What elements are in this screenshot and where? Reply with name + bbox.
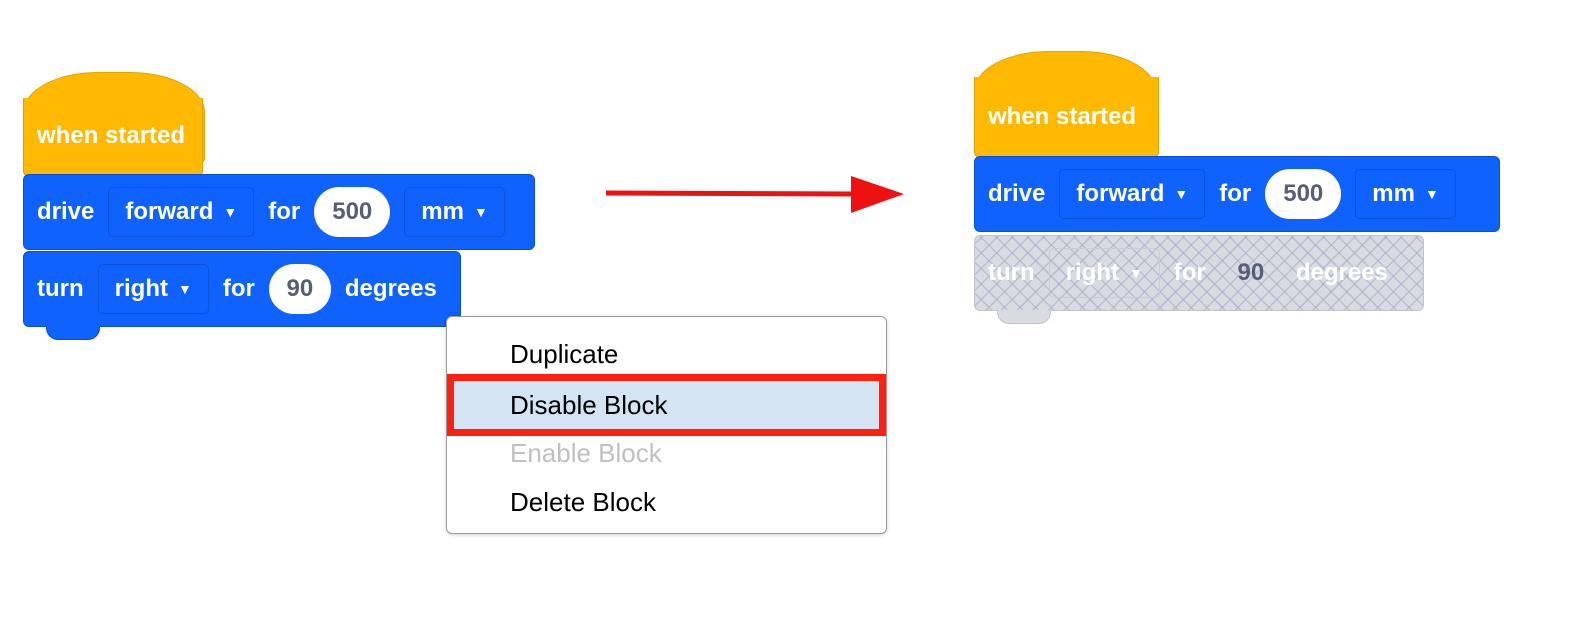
right-arrow-icon (605, 176, 904, 213)
menu-item-enable-block: Enable Block (510, 437, 662, 468)
direction-value: forward (1076, 180, 1165, 207)
hat-label: when started (37, 122, 186, 149)
drive-block[interactable]: drive forward ▼ for 500 mm ▼ (23, 174, 535, 250)
for-label: for (268, 198, 301, 225)
caret-down-icon: ▼ (1174, 186, 1189, 202)
unit-dropdown[interactable]: mm ▼ (404, 187, 505, 237)
drive-block[interactable]: drive forward ▼ for 500 mm ▼ (974, 156, 1500, 232)
for-label: for (222, 275, 255, 302)
unit-value: mm (1372, 180, 1415, 207)
turn-block[interactable]: turn right ▼ for 90 degrees (23, 251, 461, 340)
hat-label: when started (988, 103, 1137, 130)
angle-input[interactable]: 90 (268, 264, 331, 314)
unit-dropdown[interactable]: mm ▼ (1355, 169, 1456, 219)
notch (997, 310, 1051, 324)
degrees-label: degrees (344, 275, 437, 302)
turn-direction-value: right (114, 275, 168, 302)
caret-down-icon: ▼ (223, 204, 238, 220)
distance-input[interactable]: 500 (314, 187, 391, 237)
unit-value: mm (421, 198, 464, 225)
direction-dropdown[interactable]: forward ▼ (108, 187, 255, 237)
degrees-label: degrees (1295, 259, 1388, 286)
menu-item-delete-block[interactable]: Delete Block (510, 486, 656, 517)
drive-label: drive (988, 180, 1046, 207)
caret-down-icon: ▼ (177, 281, 192, 297)
angle-input[interactable]: 90 (1237, 259, 1265, 286)
direction-dropdown[interactable]: forward ▼ (1059, 169, 1206, 219)
caret-down-icon: ▼ (473, 204, 488, 220)
turn-direction-value: right (1065, 259, 1119, 286)
hat-body (23, 98, 203, 177)
turn-label: turn (988, 259, 1035, 286)
context-menu: Duplicate Disable Block Enable Block Del… (446, 316, 887, 534)
for-label: for (1173, 259, 1206, 286)
distance-input[interactable]: 500 (1265, 169, 1342, 219)
caret-down-icon: ▼ (1128, 265, 1143, 281)
hat-body (974, 77, 1159, 158)
for-label: for (1219, 180, 1252, 207)
notch (46, 326, 100, 340)
direction-value: forward (125, 198, 214, 225)
turn-label: turn (37, 275, 84, 302)
turn-direction-dropdown[interactable]: right ▼ (1048, 248, 1160, 298)
drive-label: drive (37, 198, 95, 225)
menu-item-disable-block[interactable]: Disable Block (447, 374, 886, 436)
turn-block-disabled[interactable]: turn right ▼ for 90 degrees (974, 235, 1424, 324)
menu-item-duplicate[interactable]: Duplicate (510, 338, 619, 369)
turn-direction-dropdown[interactable]: right ▼ (97, 264, 209, 314)
caret-down-icon: ▼ (1424, 186, 1439, 202)
